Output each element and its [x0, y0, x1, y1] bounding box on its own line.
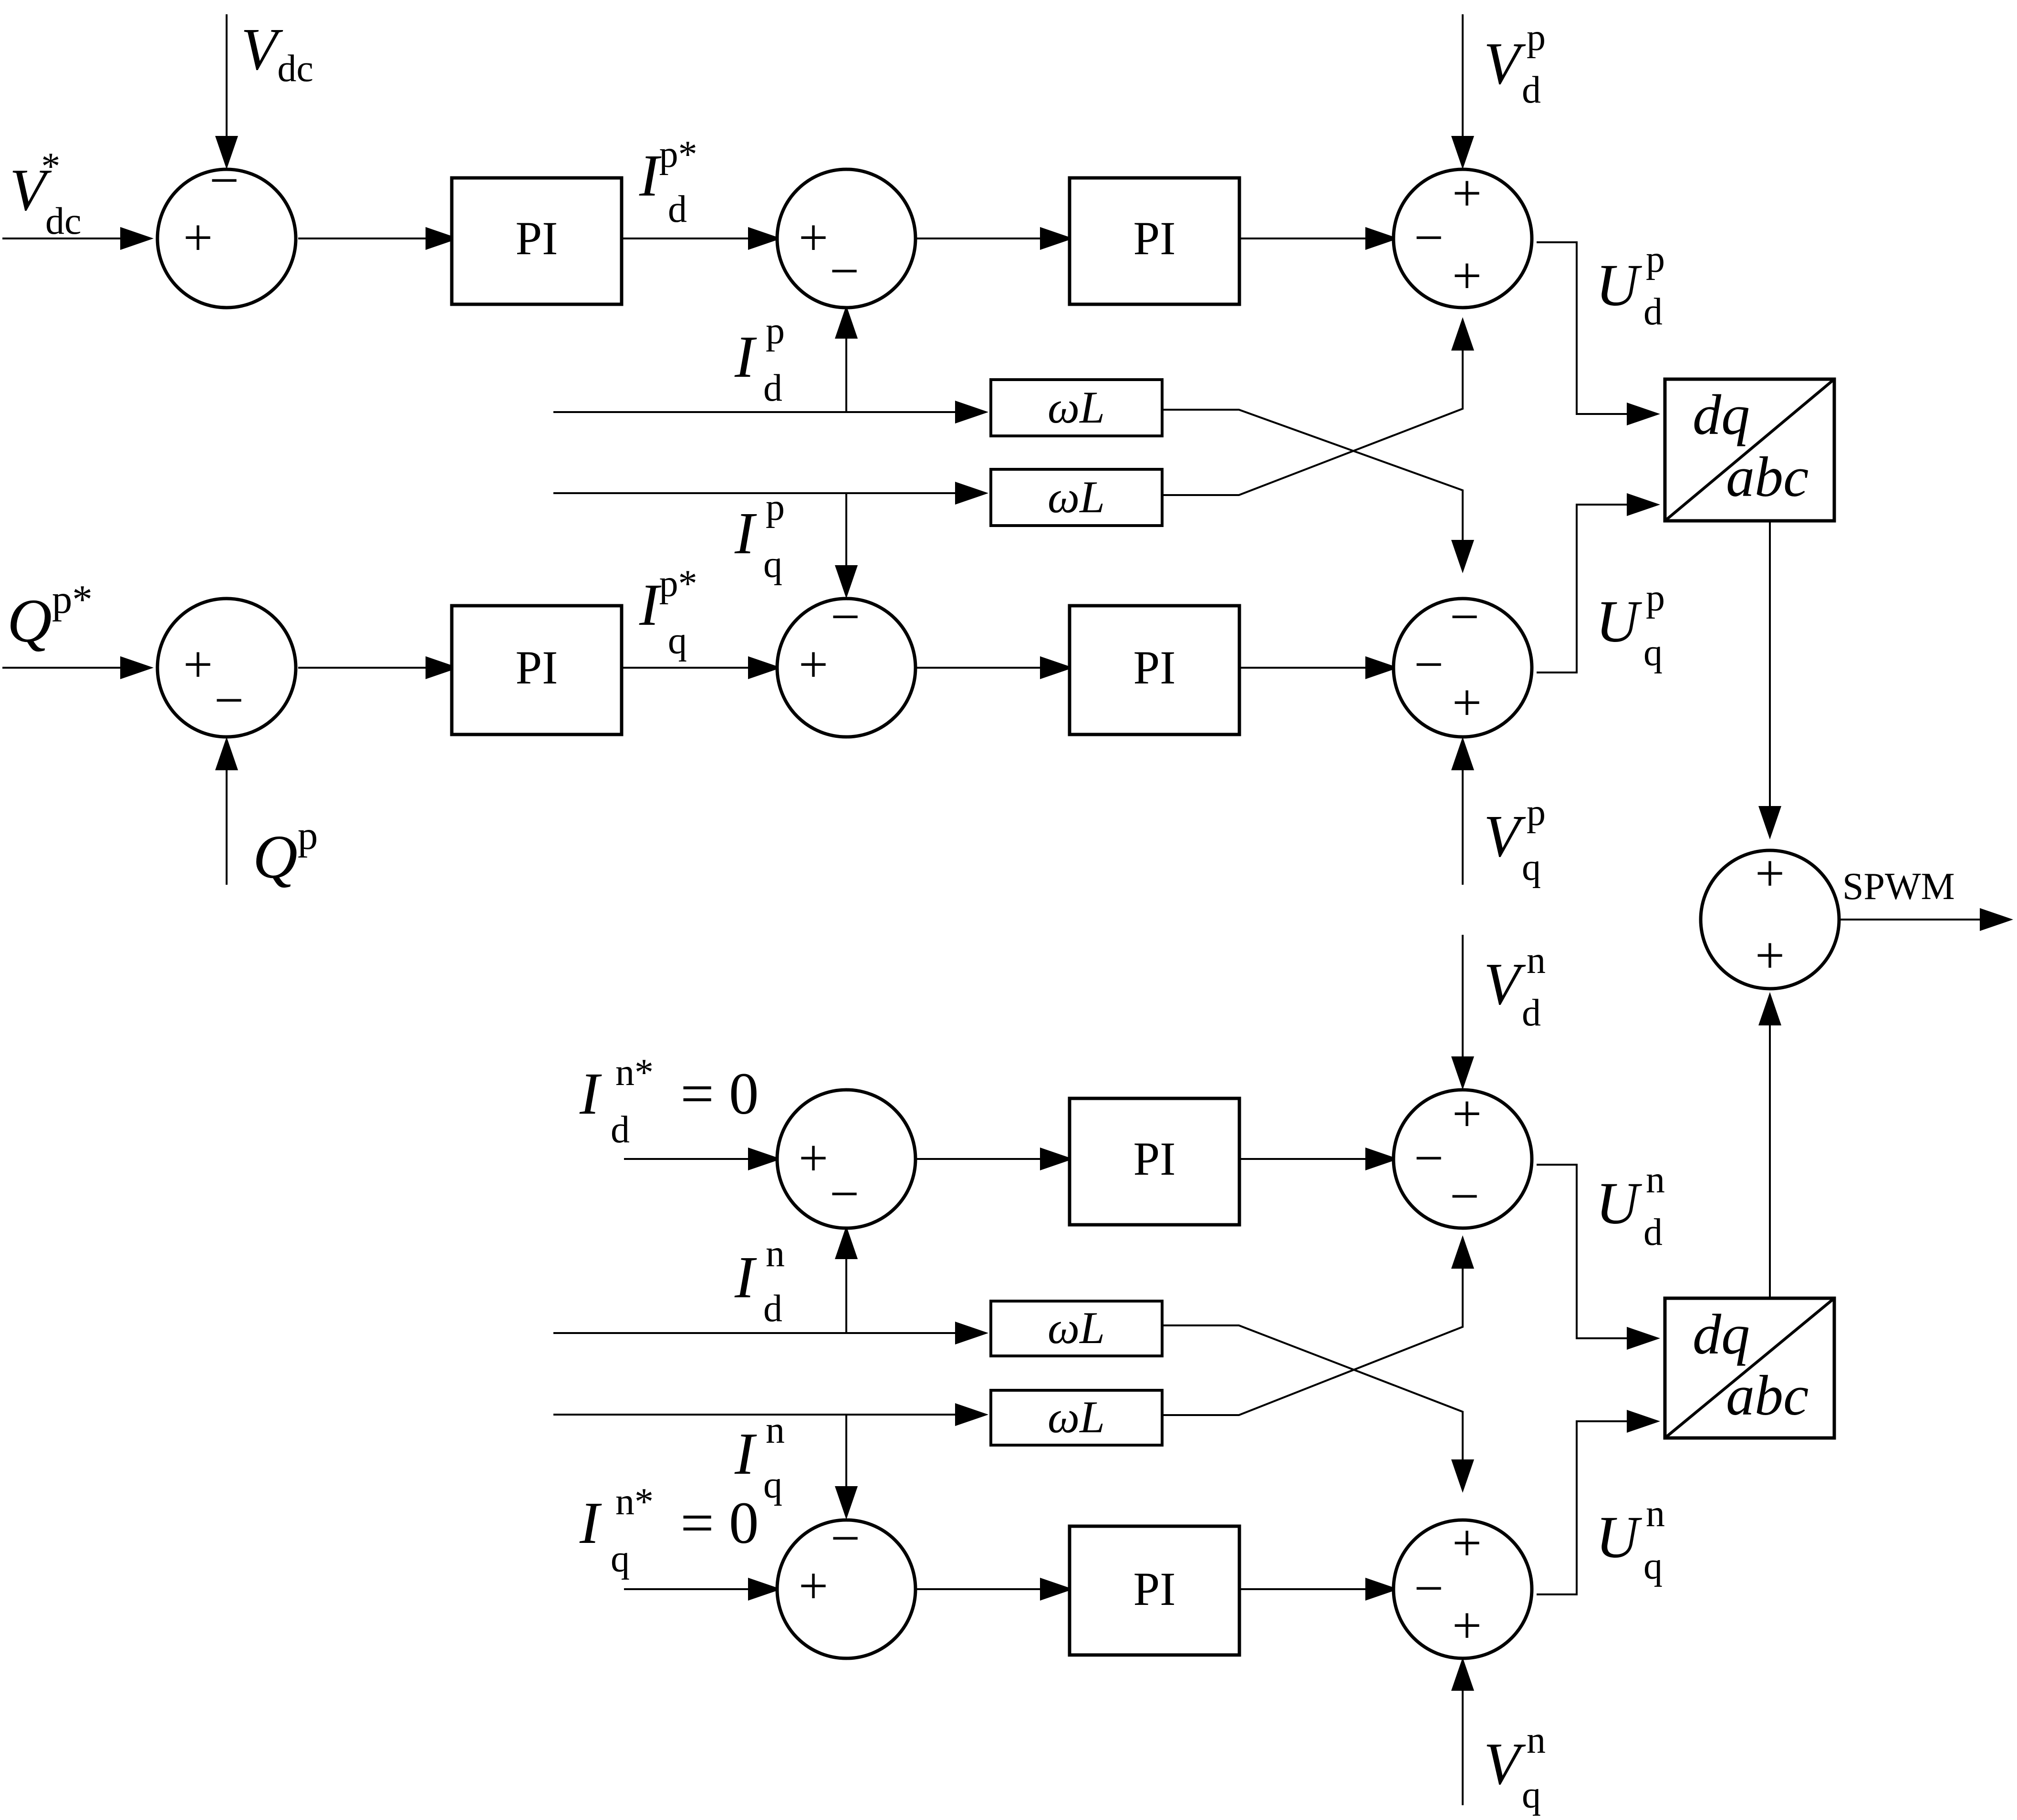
svg-text:+: +	[1452, 1514, 1482, 1572]
svg-text:dq: dq	[1693, 1303, 1750, 1366]
svg-text:PI: PI	[1133, 1562, 1176, 1615]
summing-junction-iq-p: − +	[775, 588, 917, 739]
svg-text:−: −	[830, 1165, 859, 1223]
svg-text:+: +	[1452, 164, 1482, 222]
summing-junction-uq-p: − − +	[1392, 588, 1534, 739]
svg-text:+: +	[183, 208, 213, 267]
svg-text:ωL: ωL	[1048, 1303, 1105, 1353]
pi-block-id-p: PI	[1068, 176, 1241, 306]
summing-junction-id-p: + −	[775, 167, 917, 310]
svg-text:−: −	[214, 671, 244, 729]
svg-text:PI: PI	[1133, 212, 1176, 265]
summing-junction-q-p: + −	[156, 597, 298, 739]
svg-text:+: +	[183, 635, 213, 693]
label-vdc: Vdc	[241, 17, 313, 90]
svg-text:+: +	[1452, 673, 1482, 732]
svg-text:+: +	[1755, 844, 1785, 902]
svg-text:−: −	[1414, 208, 1444, 267]
label-spwm: SPWM	[1842, 866, 1955, 908]
pi-block-iq-n: PI	[1068, 1524, 1241, 1657]
svg-text:+: +	[1755, 926, 1785, 984]
svg-text:−: −	[1414, 635, 1444, 693]
summing-junction-id-n: + −	[775, 1088, 917, 1230]
svg-text:+: +	[799, 635, 828, 693]
summing-junction-vdc: − +	[156, 151, 298, 310]
summing-junction-iq-n: − +	[775, 1509, 917, 1660]
label-q-p-ref: Qp*	[7, 577, 93, 655]
omega-l-block-2: ωL	[989, 468, 1164, 527]
svg-text:−: −	[1450, 1167, 1479, 1225]
dq-abc-transform-negative: dq abc	[1663, 1296, 1836, 1440]
svg-text:abc: abc	[1726, 445, 1809, 508]
omega-l-block-1: ωL	[989, 378, 1164, 437]
summing-junction-spwm: + +	[1699, 844, 1841, 991]
svg-text:−: −	[1450, 588, 1479, 646]
pi-block-id-n: PI	[1068, 1096, 1241, 1227]
svg-text:+: +	[799, 1129, 828, 1187]
label-q-p: Qp	[253, 813, 318, 891]
summing-junction-uq-n: + − +	[1392, 1514, 1534, 1660]
omega-l-block-4: ωL	[989, 1389, 1164, 1447]
svg-text:−: −	[1414, 1559, 1444, 1617]
svg-text:abc: abc	[1726, 1364, 1809, 1427]
svg-text:+: +	[799, 208, 828, 267]
label-vdc-ref: V*dc	[10, 145, 82, 242]
svg-text:ωL: ωL	[1048, 472, 1105, 522]
arrowheads	[120, 136, 2013, 1691]
summing-junction-ud-p: + − +	[1392, 164, 1534, 310]
svg-text:−: −	[830, 242, 859, 300]
svg-text:ωL: ωL	[1048, 382, 1105, 433]
summing-junction-ud-n: + − −	[1392, 1085, 1534, 1230]
label-iq-p-ref: Ip*q	[639, 563, 697, 662]
svg-text:PI: PI	[1133, 1132, 1176, 1185]
svg-text:−: −	[831, 588, 860, 646]
svg-text:−: −	[209, 151, 239, 209]
svg-text:−: −	[831, 1509, 860, 1567]
svg-text:+: +	[799, 1557, 828, 1615]
svg-text:+: +	[1452, 247, 1482, 305]
svg-text:dq: dq	[1693, 383, 1750, 446]
svg-text:PI: PI	[1133, 641, 1176, 694]
omega-l-block-3: ωL	[989, 1300, 1164, 1357]
label-id-p-ref: Ip*d	[639, 134, 697, 230]
svg-text:−: −	[1414, 1129, 1444, 1187]
pi-block-vdc: PI	[450, 176, 624, 306]
svg-text:+: +	[1452, 1085, 1482, 1143]
svg-text:PI: PI	[516, 641, 558, 694]
svg-text:PI: PI	[516, 212, 558, 265]
pi-block-q-p: PI	[450, 604, 624, 736]
svg-text:ωL: ωL	[1048, 1392, 1105, 1442]
signal-wires	[2, 14, 1980, 1805]
pi-block-iq-p: PI	[1068, 604, 1241, 736]
dq-abc-transform-positive: dq abc	[1663, 377, 1836, 523]
svg-text:+: +	[1452, 1596, 1482, 1655]
